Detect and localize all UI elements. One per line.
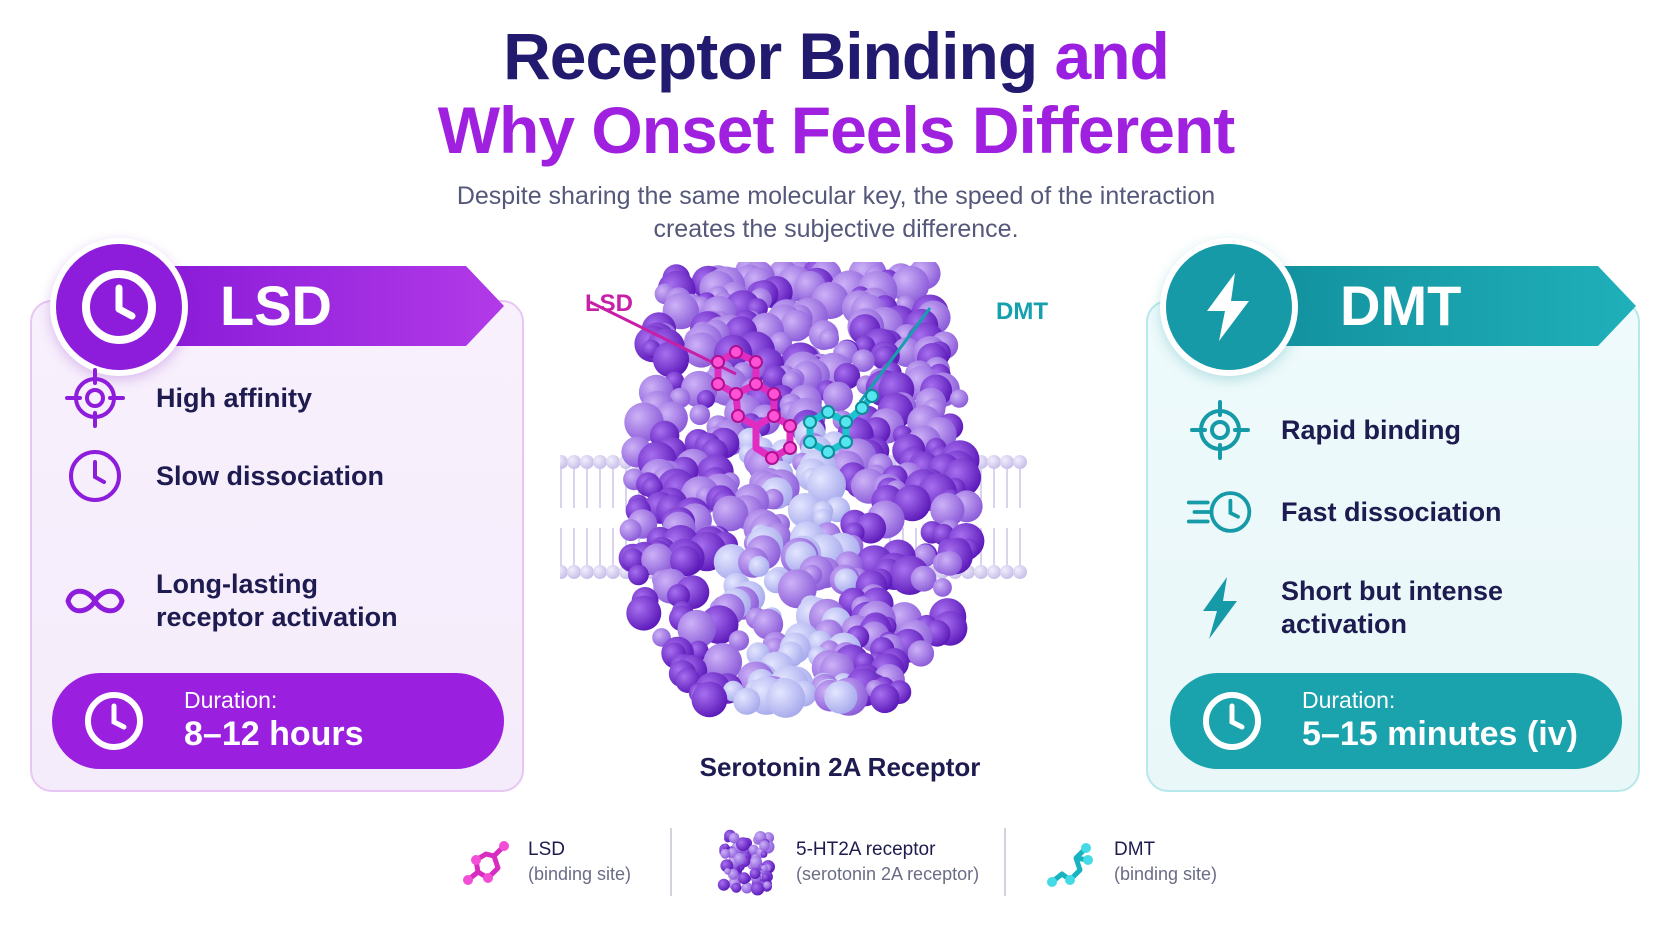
lsd-panel-title: LSD <box>220 274 332 337</box>
dmt-banner-shape <box>1280 266 1636 346</box>
dmt-panel-title: DMT <box>1340 274 1462 337</box>
clock-icon <box>1203 692 1261 750</box>
dmt-banner: DMT <box>1280 266 1636 346</box>
receptor-icon <box>717 829 775 896</box>
legend-lsd-name: LSD <box>528 839 565 860</box>
lightning-icon <box>1185 577 1255 639</box>
receptor-drawing <box>528 255 1027 718</box>
legend-dmt-sub: (binding site) <box>1114 864 1218 884</box>
legend-item-lsd: LSD (binding site) <box>454 826 631 898</box>
infinity-icon <box>60 571 130 631</box>
title-part2: and <box>1054 19 1170 93</box>
legend-item-receptor: 5-HT2A receptor (serotonin 2A receptor) <box>712 826 979 898</box>
receptor-protein <box>618 255 985 718</box>
receptor-caption: Serotonin 2A Receptor <box>699 752 981 782</box>
dmt-feature-activation-text: Short but intense activation <box>1281 575 1503 641</box>
dmt-duration-pill: Duration: 5–15 minutes (iv) <box>1170 673 1622 769</box>
lsd-ligand <box>589 300 797 465</box>
lsd-feature-dissociation: Slow dissociation <box>60 446 384 506</box>
target-icon <box>1185 400 1255 460</box>
lsd-badge <box>50 238 188 376</box>
dmt-feature-activation-line2: activation <box>1281 609 1408 639</box>
fast-clock-icon <box>1185 482 1255 542</box>
dmt-feature-binding-text: Rapid binding <box>1281 414 1461 445</box>
dmt-molecule-icon <box>1047 843 1093 887</box>
dmt-feature-dissociation-text: Fast dissociation <box>1281 496 1502 527</box>
legend-receptor-sub: (serotonin 2A receptor) <box>796 864 980 884</box>
receptor-illustration <box>528 255 1120 742</box>
lsd-feature-dissociation-text: Slow dissociation <box>156 460 385 491</box>
dmt-badge <box>1160 238 1298 376</box>
legend-divider <box>670 828 672 896</box>
dmt-feature-binding: Rapid binding <box>1185 400 1461 460</box>
target-icon <box>60 368 130 428</box>
clock-icon <box>60 446 130 506</box>
legend-divider <box>1004 828 1006 896</box>
legend-lsd-sub: (binding site) <box>528 864 632 884</box>
lsd-molecule-icon <box>463 841 509 885</box>
dmt-ligand <box>803 307 932 459</box>
dmt-duration-label: Duration: <box>1302 687 1396 713</box>
clock-icon <box>85 692 143 750</box>
lsd-duration-value: 8–12 hours <box>184 715 364 753</box>
subtitle-line2: creates the subjective difference. <box>653 215 1019 243</box>
lightning-icon <box>1207 273 1249 341</box>
lsd-duration-label: Duration: <box>184 687 278 713</box>
subtitle-line1: Despite sharing the same molecular key, … <box>456 182 1216 210</box>
title-part1: Receptor Binding <box>503 19 1038 93</box>
lsd-duration-pill: Duration: 8–12 hours <box>52 673 504 769</box>
legend-dmt-name: DMT <box>1114 839 1156 860</box>
dmt-feature-activation: Short but intense activation <box>1185 575 1503 641</box>
lsd-banner: LSD <box>160 266 504 346</box>
lsd-feature-activation: Long-lasting receptor activation <box>60 568 398 634</box>
page-title-line1: Receptor Binding and <box>0 18 1672 94</box>
subtitle: Despite sharing the same molecular key, … <box>0 180 1672 246</box>
dmt-feature-activation-line1: Short but intense <box>1281 576 1503 606</box>
dmt-molecule-label: DMT <box>996 298 1048 325</box>
lsd-feature-activation-line2: receptor activation <box>156 602 398 632</box>
page-title-line2: Why Onset Feels Different <box>437 93 1236 167</box>
legend-receptor-name: 5-HT2A receptor <box>796 839 936 860</box>
lsd-feature-activation-line1: Long-lasting <box>156 569 318 599</box>
legend-item-dmt: DMT (binding site) <box>1040 826 1217 898</box>
clock-icon <box>82 270 156 344</box>
lsd-feature-affinity-text: High affinity <box>156 382 312 413</box>
lsd-feature-activation-text: Long-lasting receptor activation <box>156 568 398 634</box>
lsd-feature-affinity: High affinity <box>60 368 312 428</box>
lsd-banner-shape <box>160 266 504 346</box>
dmt-duration-value: 5–15 minutes (iv) <box>1302 715 1578 753</box>
dmt-feature-dissociation: Fast dissociation <box>1185 482 1502 542</box>
lsd-molecule-label: LSD <box>585 290 633 317</box>
